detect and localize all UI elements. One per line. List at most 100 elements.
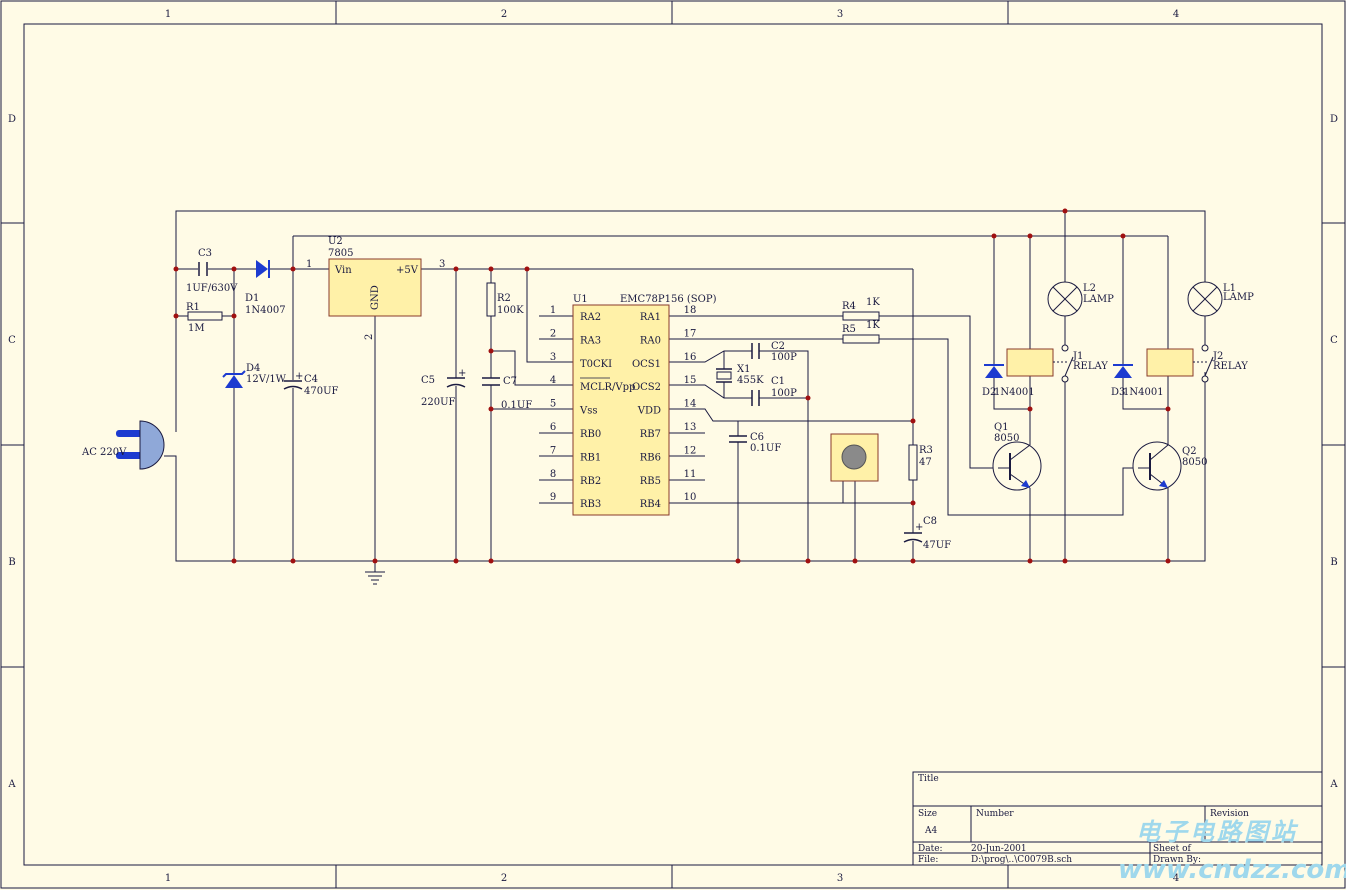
u1-pin-name-left: Vss xyxy=(579,406,598,417)
c5-plus-sign: + xyxy=(458,368,466,379)
q1-ref: Q1 xyxy=(994,422,1009,433)
c8-ref: C8 xyxy=(923,516,937,527)
u1-pin-number-right: 16 xyxy=(684,352,697,363)
lamp-l2: L2 LAMP xyxy=(1047,281,1114,317)
u1-pin-number-left: 9 xyxy=(550,492,556,503)
u1-pin-number-left: 8 xyxy=(550,469,556,480)
d4-ref: D4 xyxy=(246,363,260,374)
r3-ref: R3 xyxy=(919,445,933,456)
c3-value: 1UF/630V xyxy=(186,283,238,294)
u1-pin-name-left: RA2 xyxy=(580,312,601,323)
l2-ref: L2 xyxy=(1083,283,1096,294)
file-value: D:\prog\..\C0079B.sch xyxy=(971,855,1072,865)
u1-pin-name-right: OCS1 xyxy=(632,359,661,370)
u1-pin-number-right: 14 xyxy=(684,399,697,410)
col-label-bottom-3: 3 xyxy=(837,873,843,884)
u1-right-pins: 18RA117RA016OCS115OCS214VDD13RB712RB611R… xyxy=(632,305,696,510)
resistor-r1: R1 1M xyxy=(186,302,223,334)
u1-pin-number-right: 11 xyxy=(684,469,697,480)
u1-pin-number-left: 2 xyxy=(550,328,556,339)
transistor-q1: Q1 8050 xyxy=(992,422,1042,491)
c3-ref: C3 xyxy=(198,248,212,259)
u1-pin-number-right: 13 xyxy=(684,422,697,433)
u1-pin-name-left: MCLR/Vpp xyxy=(580,382,635,393)
u1-pin-number-right: 15 xyxy=(684,375,697,386)
u1-pin-number-left: 4 xyxy=(550,375,556,386)
size-label: Size xyxy=(918,809,937,819)
l1-value: LAMP xyxy=(1223,292,1254,303)
x1-ref: X1 xyxy=(737,364,750,375)
c7-value: 0.1UF xyxy=(501,400,532,411)
r4-ref: R4 xyxy=(842,301,856,312)
d1-value: 1N4007 xyxy=(245,305,286,316)
ground-symbol xyxy=(365,571,385,585)
u1-pin-name-right: RB6 xyxy=(640,452,661,463)
u1-pin-number-right: 10 xyxy=(684,492,697,503)
u1-left-pins: 1RA22RA33T0CKI4MCLR/Vpp5Vss6RB07RB18RB29… xyxy=(550,305,636,510)
c4-plus-sign: + xyxy=(295,371,303,382)
r2-ref: R2 xyxy=(497,293,511,304)
u1-pin-number-right: 12 xyxy=(684,445,697,456)
u1-pin-name-left: RA3 xyxy=(580,335,601,346)
c8-value: 47UF xyxy=(923,540,951,551)
r4-value: 1K xyxy=(866,297,880,308)
row-label-right-c: C xyxy=(1330,335,1338,346)
u2-pin3: 3 xyxy=(439,259,445,270)
u1-pin-name-right: RA0 xyxy=(640,335,661,346)
watermark-url: www.cndzz.com xyxy=(1118,855,1346,885)
c4-value: 470UF xyxy=(304,386,339,397)
r5-value: 1K xyxy=(866,320,880,331)
capacitor-c7: C7 0.1UF xyxy=(482,376,532,411)
d3-ref: D3 xyxy=(1111,387,1125,398)
r2-value: 100K xyxy=(497,305,524,316)
u1-part: EMC78P156 (SOP) xyxy=(620,294,717,305)
relay-j2: J2 RELAY xyxy=(1146,344,1248,383)
u1-pin-name-left: RB0 xyxy=(580,429,601,440)
c6-ref: C6 xyxy=(750,432,764,443)
col-label-bottom-2: 2 xyxy=(501,873,507,884)
wires xyxy=(164,210,1206,572)
u1-pin-number-right: 18 xyxy=(684,305,697,316)
d4-value: 12V/1W xyxy=(246,374,287,385)
row-label-left-d: D xyxy=(8,114,16,125)
l2-value: LAMP xyxy=(1083,294,1114,305)
capacitor-c6: C6 0.1UF xyxy=(729,432,781,454)
q2-value: 8050 xyxy=(1182,457,1207,468)
c5-ref: C5 xyxy=(421,375,435,386)
resistor-r2: R2 100K xyxy=(486,282,524,317)
u1-pin-name-right: RB4 xyxy=(640,499,661,510)
resistor-r3: R3 47 xyxy=(908,444,933,481)
j2-ref: J2 xyxy=(1212,351,1223,362)
u2-ref: U2 xyxy=(328,236,343,247)
regulator-u2: U2 7805 Vin +5V GND 1 2 3 xyxy=(306,236,445,340)
mcu-u1: U1 EMC78P156 (SOP) xyxy=(572,294,717,516)
row-label-left-a: A xyxy=(7,779,16,790)
ac-plug: AC 220V xyxy=(81,420,165,470)
u2-vin-label: Vin xyxy=(334,265,352,276)
l1-ref: L1 xyxy=(1223,283,1236,294)
watermark: 电子电路图站 www.cndzz.com xyxy=(1118,818,1346,885)
c2-ref: C2 xyxy=(771,341,785,352)
drawn-by-label: Drawn By: xyxy=(1153,855,1201,865)
relay-j1: J1 RELAY xyxy=(1006,344,1108,383)
u1-pin-name-right: RB7 xyxy=(640,429,661,440)
zener-d4: D4 12V/1W xyxy=(222,363,287,388)
capacitor-c1: C1 100P xyxy=(751,376,797,406)
crystal-x1: X1 455K xyxy=(716,364,764,386)
u1-pin-name-left: RB2 xyxy=(580,476,601,487)
d2-value: 1N4001 xyxy=(994,387,1035,398)
date-value: 20-Jun-2001 xyxy=(971,844,1027,854)
diode-d1: D1 1N4007 xyxy=(245,260,286,316)
watermark-cn: 电子电路图站 xyxy=(1136,818,1299,846)
transistor-q2: Q2 8050 xyxy=(1132,441,1207,491)
number-label: Number xyxy=(976,809,1014,819)
push-button xyxy=(830,433,879,482)
row-label-right-a: A xyxy=(1329,779,1338,790)
col-label-top-1: 1 xyxy=(165,9,171,20)
u1-pin-name-right: VDD xyxy=(637,406,661,417)
q2-ref: Q2 xyxy=(1182,446,1197,457)
c5-value: 220UF xyxy=(421,397,456,408)
row-label-left-b: B xyxy=(8,557,15,568)
u2-gnd-label: GND xyxy=(370,285,381,310)
